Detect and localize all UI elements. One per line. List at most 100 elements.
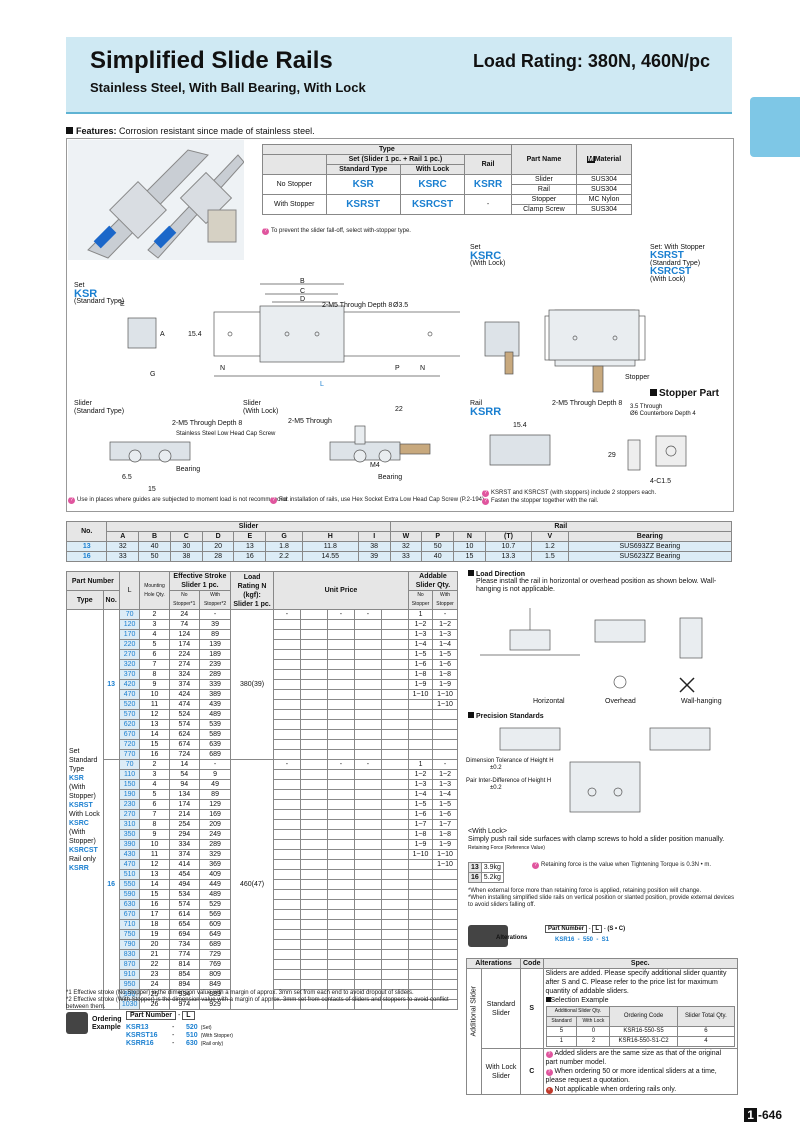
pt-price-cell [353, 639, 382, 650]
pt-cell: 6 [139, 649, 170, 660]
phone-icon [66, 1012, 88, 1034]
pt-add-ns: 1~10 [407, 849, 434, 860]
dim-slider-header: Slider [106, 521, 391, 532]
tol-height: Dimension Tolerance of Height H±0.2 [466, 758, 554, 771]
pt-cell: 609 [198, 919, 232, 930]
pt-add-ws: 1~7 [432, 819, 458, 830]
pt-price-cell [272, 829, 301, 840]
pt-add-ns: 1~8 [407, 829, 434, 840]
pt-price-cell [380, 819, 409, 830]
pt-cell: 24 [168, 609, 200, 620]
pt-price-cell [299, 769, 328, 780]
pt-cell: 19 [139, 929, 170, 940]
pt-cell: 170 [118, 629, 141, 640]
pt-price-cell [353, 779, 382, 790]
pt-cell: 21 [139, 949, 170, 960]
pt-cell: 5 [139, 789, 170, 800]
pt-cell: 814 [168, 959, 200, 970]
alterations-label: Alterations [496, 935, 528, 941]
pt-cell: 639 [198, 739, 232, 750]
pt-price-cell [299, 959, 328, 970]
pt-add-ws: 1~8 [432, 669, 458, 680]
pt-cell: 520 [118, 699, 141, 710]
dim-cell: 1.5 [531, 551, 569, 562]
dim-col-header: E [233, 531, 267, 542]
pt-cell: 13 [139, 719, 170, 730]
svg-text:P: P [395, 365, 400, 372]
pt-price-cell [353, 699, 382, 710]
pt-price-cell [353, 799, 382, 810]
pt-cell: 14 [139, 729, 170, 740]
pt-price-cell [353, 949, 382, 960]
dim-cell: SUS693ZZ Bearing [567, 541, 733, 552]
pt-add-ns [407, 929, 434, 940]
pt-cell: 169 [198, 809, 232, 820]
ksrcst-drawing [548, 309, 640, 361]
pt-price-cell [299, 879, 328, 890]
pt-price-cell [353, 749, 382, 760]
pt-price-cell [299, 619, 328, 630]
pt-cell: 734 [168, 939, 200, 950]
pt-price-cell [272, 929, 301, 940]
pt-price-cell [353, 769, 382, 780]
feature-figure-box [66, 138, 734, 512]
pt-price-cell [299, 789, 328, 800]
pt-add-ns [407, 859, 434, 870]
pt-add-ns: 1~3 [407, 779, 434, 790]
pt-no-cell: 16 [102, 759, 120, 1010]
pt-cell: 470 [118, 859, 141, 870]
pt-add-ns: 1~2 [407, 769, 434, 780]
pt-price-cell [272, 859, 301, 870]
pt-price-cell [272, 629, 301, 640]
pt-no-cell: 13 [102, 609, 120, 760]
note-stoppers: ?KSRST and KSRCST (with stoppers) includ… [482, 489, 656, 505]
pt-price-cell [299, 829, 328, 840]
dim-cell: 1.2 [531, 541, 569, 552]
pt-cell: 369 [198, 859, 232, 870]
pt-add-ws: - [432, 609, 458, 620]
pt-add-ws: 1~2 [432, 619, 458, 630]
pt-price-cell [353, 679, 382, 690]
pt-add-ws [432, 739, 458, 750]
pt-add-ws: 1~10 [432, 849, 458, 860]
pt-price-cell [272, 869, 301, 880]
pt-price-cell [299, 719, 328, 730]
pt-price-cell [299, 909, 328, 920]
pt-price-cell [326, 789, 355, 800]
pt-price-cell [353, 959, 382, 970]
pt-ns-header: No Stopper*1 [168, 590, 200, 610]
pt-price-cell [326, 939, 355, 950]
pt-cell: 670 [118, 729, 141, 740]
pt-price-cell [272, 709, 301, 720]
pt-cell: 590 [118, 889, 141, 900]
alterations-example: KSR16 - 550 - S1 [555, 937, 610, 943]
pt-cell: 769 [198, 959, 232, 970]
pt-cell: 94 [168, 779, 200, 790]
pt-cell: 6 [139, 799, 170, 810]
svg-text:C: C [300, 288, 305, 295]
pt-add-ns: 1 [407, 609, 434, 620]
pt-price-cell [353, 939, 382, 950]
part-clamp-screw: Clamp Screw [510, 204, 578, 215]
dim-cell: SUS623ZZ Bearing [567, 551, 733, 562]
pt-price-cell [272, 899, 301, 910]
pt-price-cell [380, 959, 409, 970]
pt-cell: 209 [198, 819, 232, 830]
dim-col-header: D [201, 531, 235, 542]
pt-price-cell [353, 819, 382, 830]
pt-cell: 189 [198, 649, 232, 660]
dim-cell: 32 [106, 541, 140, 552]
dim-cell: 13 [233, 541, 267, 552]
pt-price-cell [299, 869, 328, 880]
section-tab[interactable] [750, 97, 800, 157]
c15-label: 4-C1.5 [650, 478, 672, 485]
pt-add-ns [407, 869, 434, 880]
pt-price-cell [380, 649, 409, 660]
pt-price-cell [326, 809, 355, 820]
pt-cell: 70 [118, 759, 141, 770]
